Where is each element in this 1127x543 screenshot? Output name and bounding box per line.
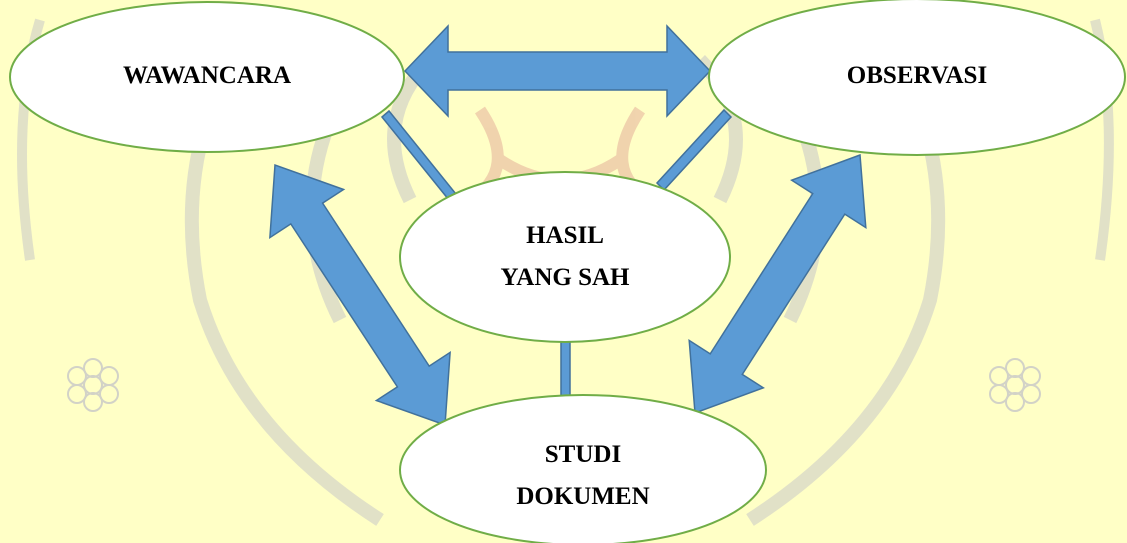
node-hasil-ellipse — [399, 171, 731, 343]
node-observasi-label: OBSERVASI — [847, 62, 987, 89]
node-studi-label-line2: DOKUMEN — [516, 483, 649, 510]
node-wawancara-ellipse — [9, 1, 405, 153]
double-arrow-wawancara-observasi — [403, 24, 712, 118]
connector-observasi-hasil — [655, 108, 733, 192]
node-hasil-label-line2: YANG SAH — [501, 264, 631, 291]
flower-icon-left — [67, 358, 119, 412]
connector-hasil-studi — [560, 339, 571, 403]
node-observasi-ellipse — [708, 0, 1126, 156]
node-hasil-label-line1: HASIL — [526, 222, 604, 249]
node-studi-ellipse — [399, 394, 767, 543]
node-wawancara-label: WAWANCARA — [123, 62, 291, 89]
flower-icon-right — [989, 358, 1041, 412]
node-studi-label-line1: STUDI — [545, 441, 621, 468]
